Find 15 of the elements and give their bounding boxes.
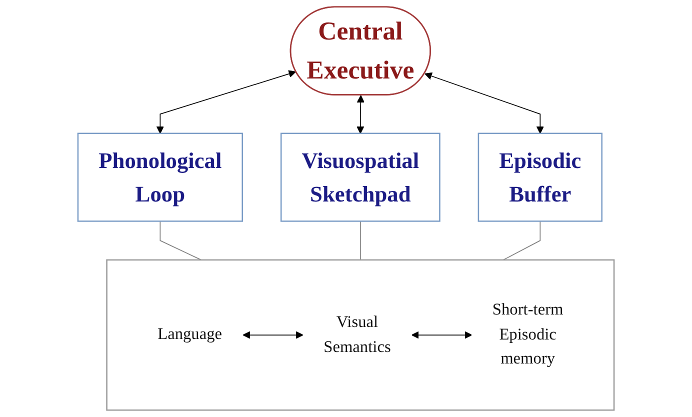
node-text: Short-term Episodic memory (492, 300, 564, 368)
arrow (424, 72, 544, 134)
arrow (356, 95, 364, 134)
connector (502, 220, 541, 260)
node-text: Visual Semantics (324, 313, 391, 356)
cluster (106, 259, 615, 411)
arrow (156, 70, 296, 134)
arrow (412, 331, 472, 339)
node-box: Visuospatial Sketchpad (280, 132, 440, 222)
node-box: Episodic Buffer (478, 132, 602, 222)
node-text: Language (158, 325, 222, 344)
node-box: Phonological Loop (77, 132, 244, 222)
connector (360, 220, 361, 260)
arrow (242, 331, 304, 339)
connector (160, 220, 202, 260)
